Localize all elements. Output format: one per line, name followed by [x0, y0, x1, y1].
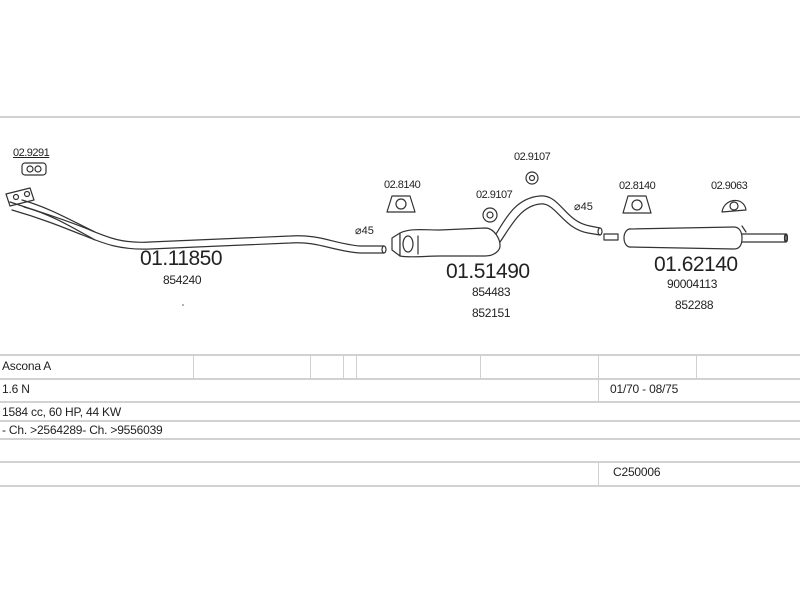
top-divider: [0, 116, 800, 118]
table-border: [0, 461, 800, 463]
chassis-range: - Ch. >2564289- Ch. >9556039: [2, 423, 163, 437]
part-ref-rear-muffler-1: 90004113: [667, 277, 718, 291]
engine-type: 1.6 N: [2, 382, 30, 396]
part-ref-middle-muffler-2: 852151: [472, 306, 511, 320]
clamp-ring-icon: [482, 207, 498, 223]
rubber-mount-icon: [622, 195, 652, 214]
engine-specs: 1584 cc, 60 HP, 44 KW: [2, 405, 121, 419]
diameter-label: ⌀45: [355, 225, 374, 237]
table-border: [0, 438, 800, 440]
table-border: [0, 354, 800, 356]
table-divider: [343, 355, 344, 379]
clamp-ring-icon: [525, 171, 539, 185]
part-code-front-pipe: 01.11850: [140, 247, 223, 270]
catalog-code: C250006: [613, 465, 661, 479]
table-divider: [193, 355, 194, 379]
part-ref-rear-muffler-2: 852288: [675, 298, 714, 312]
part-ref-middle-muffler-1: 854483: [472, 285, 511, 299]
table-divider: [598, 355, 599, 402]
part-code-mount-rear: 02.8140: [619, 180, 656, 192]
part-code-hanger: 02.9063: [711, 180, 748, 192]
part-code-clamp-front: 02.9291: [13, 147, 50, 159]
table-divider: [696, 355, 697, 379]
table-border: [0, 420, 800, 422]
clamp-icon: [21, 162, 47, 176]
table-divider: [598, 462, 599, 486]
part-code-middle-muffler: 01.51490: [446, 260, 530, 283]
front-flange: [5, 187, 35, 207]
table-border: [0, 378, 800, 380]
part-ref-front-pipe: 854240: [163, 273, 202, 287]
part-code-clamp-mid-high: 02.9107: [514, 151, 551, 163]
rear-muffler: [603, 226, 789, 250]
part-code-rear-muffler: 01.62140: [654, 253, 738, 276]
front-pipe: [9, 199, 387, 254]
production-dates: 01/70 - 08/75: [610, 382, 679, 396]
part-code-mount-mid: 02.8140: [384, 179, 421, 191]
part-code-clamp-mid-low: 02.9107: [476, 189, 513, 201]
table-divider: [356, 355, 357, 379]
rubber-mount-icon: [386, 195, 416, 213]
table-border: [0, 401, 800, 403]
table-divider: [310, 355, 311, 379]
diameter-label: ⌀45: [574, 201, 593, 213]
vehicle-model: Ascona A: [2, 359, 52, 373]
table-divider: [480, 355, 481, 379]
table-border: [0, 485, 800, 487]
stray-mark: [182, 304, 184, 306]
hanger-icon: [721, 199, 747, 233]
middle-muffler: [391, 195, 603, 258]
